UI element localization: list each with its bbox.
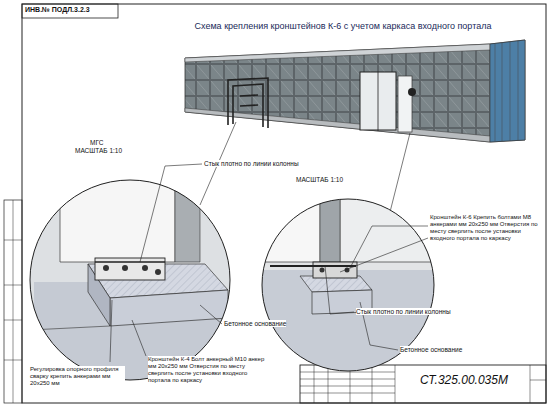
callout-note: Кронштейн К-4 Болт анкерный М10 анкер мм… — [148, 356, 268, 384]
scale-note: МАСШТАБ 1:10 — [75, 147, 122, 154]
callout-note: Стык плотно по линии колонны — [204, 160, 299, 167]
callout-note: Регулировка опорного профиля сварку креп… — [30, 366, 125, 387]
callout-note: Кронштейн К-6 Крепить болтами М8 анкерам… — [430, 214, 540, 242]
callout-note: Бетонное основание — [224, 320, 286, 327]
scale-note: МАСШТАБ 1:10 — [296, 176, 343, 183]
sheet-title: Схема крепления кронштейнов К-6 с учетом… — [178, 21, 508, 31]
callout-note: Стык плотно по линии колонны — [356, 308, 451, 315]
callout-note: Бетонное основание — [400, 346, 462, 353]
stamp-text: ИНВ.№ ПОДЛ.3.2.3 — [25, 6, 90, 14]
drawing-code: СТ.325.00.035М — [400, 374, 528, 388]
scale-note: МГС — [90, 139, 103, 146]
